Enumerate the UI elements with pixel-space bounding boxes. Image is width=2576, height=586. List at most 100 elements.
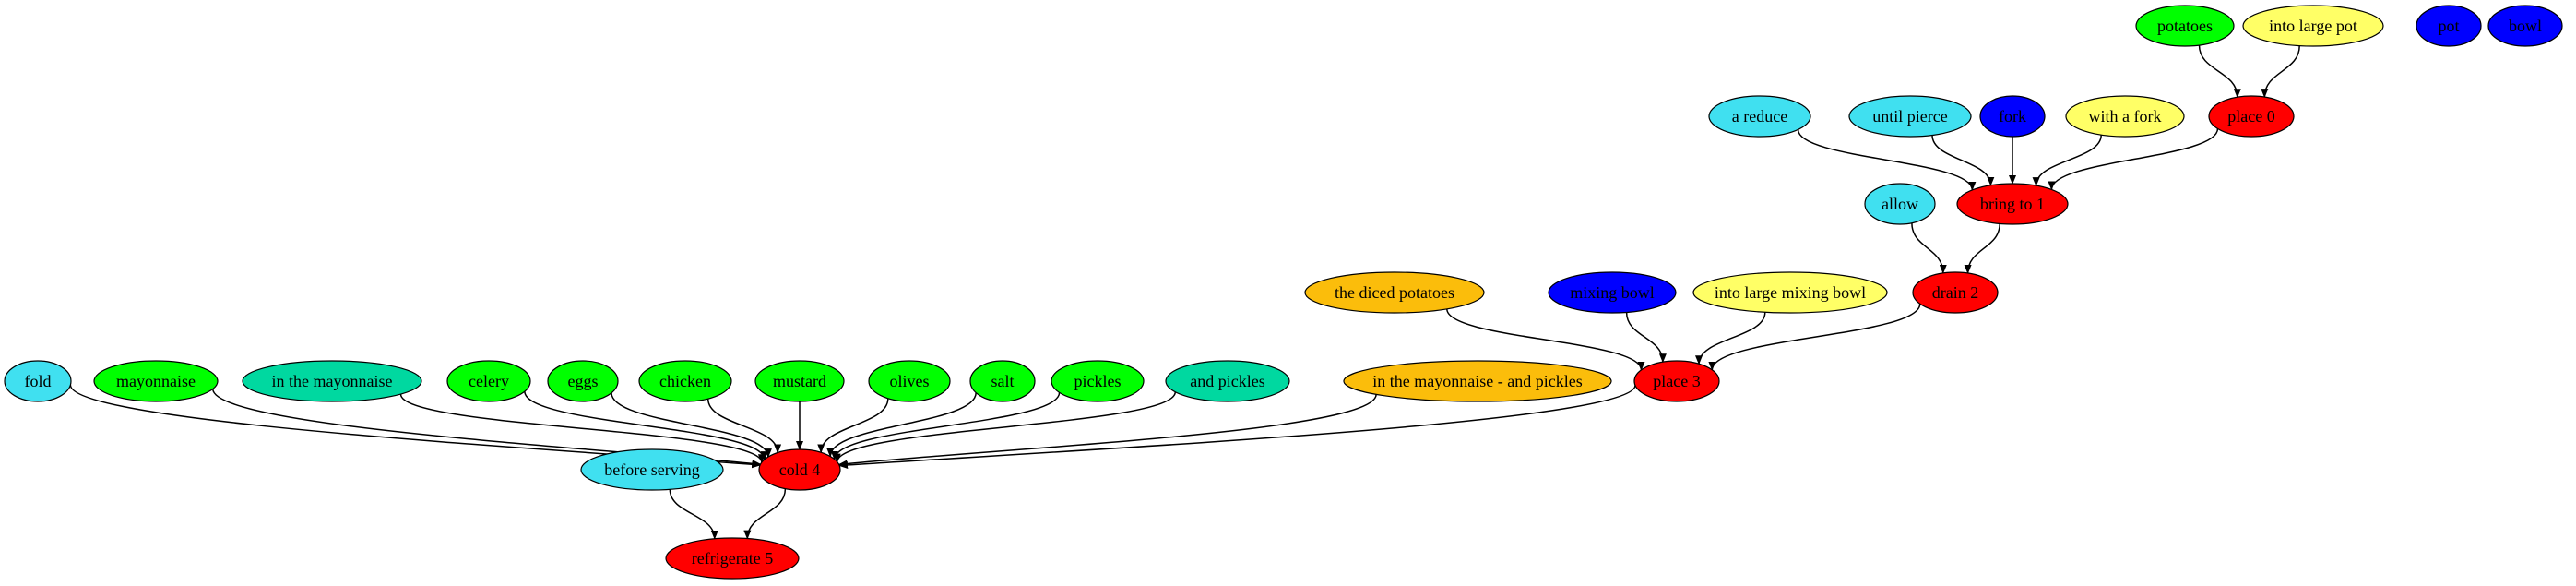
edge-the_diced_potatoes-to-place_3 [1446, 308, 1645, 371]
node-label: fork [1999, 107, 2026, 126]
node-label: the diced potatoes [1335, 283, 1454, 302]
node-ellipse [1979, 95, 2046, 138]
node-pickles: pickles [1051, 360, 1145, 402]
node-ellipse [2487, 5, 2563, 47]
node-label: place 3 [1653, 372, 1700, 390]
node-olives: olives [868, 360, 951, 402]
nodes-layer: potatoes into large pot pot bowl a reduce unt… [4, 5, 2563, 580]
node-into-large-pot: into large pot [2242, 5, 2384, 47]
edge-into_large_pot-to-place_0 [2261, 45, 2300, 99]
edge-until_pierce-to-bring_to_1 [1931, 135, 1995, 186]
node-ellipse [1912, 271, 1999, 314]
edge-mixing_bowl-to-place_3 [1625, 312, 1667, 364]
node-ellipse [1548, 271, 1677, 314]
node-label: bring to 1 [1980, 195, 2045, 213]
node-the-diced-potatoes: the diced potatoes [1304, 271, 1485, 314]
node-ellipse [2416, 5, 2482, 47]
node-ellipse [1633, 360, 1720, 402]
node-in-the-mayonnaise-and-pickles: in the mayonnaise - and pickles [1343, 360, 1612, 402]
node-fork: fork [1979, 95, 2046, 138]
node-pot: pot [2416, 5, 2482, 47]
node-mustard: mustard [754, 360, 845, 402]
node-label: refrigerate 5 [692, 549, 773, 568]
node-allow: allow [1864, 183, 1936, 225]
node-salt: salt [969, 360, 1036, 402]
node-ellipse [969, 360, 1036, 402]
node-label: pot [2438, 17, 2459, 35]
node-eggs: eggs [547, 360, 619, 402]
node-label: celery [469, 372, 509, 390]
node-until-pierce: until pierce [1848, 95, 1972, 138]
node-a-reduce: a reduce [1708, 95, 1811, 138]
node-ellipse [2065, 95, 2185, 138]
edge-potatoes-to-place_0 [2198, 44, 2241, 99]
node-label: in the mayonnaise - and pickles [1372, 372, 1582, 390]
edge-cold_4-to-refrigerate_5 [743, 488, 787, 540]
node-label: salt [991, 372, 1015, 390]
edge-drain_2-to-place_3 [1708, 304, 1921, 371]
edge-bring_to_1-to-drain_2 [1964, 223, 2000, 274]
node-label: potatoes [2157, 17, 2213, 35]
node-label: a reduce [1732, 107, 1787, 126]
node-ellipse [1165, 360, 1290, 402]
node-bring-to-1: bring to 1 [1956, 183, 2069, 225]
node-bowl: bowl [2487, 5, 2563, 47]
node-into-large-mixing-bowl: into large mixing bowl [1692, 271, 1888, 314]
edge-a_reduce-to-bring_to_1 [1797, 129, 1977, 191]
edge-place_0-to-bring_to_1 [2048, 128, 2219, 191]
edge-place_3-to-cold_4 [838, 385, 1636, 469]
node-ellipse [665, 537, 800, 580]
node-place-0: place 0 [2208, 95, 2295, 138]
node-ellipse [1343, 360, 1612, 402]
node-ellipse [758, 448, 841, 491]
node-fold: fold [4, 360, 72, 402]
node-ellipse [1956, 183, 2069, 225]
edge-in_the_mayonnaise_and_pickles-to-cold_4 [837, 394, 1377, 468]
node-ellipse [638, 360, 732, 402]
node-ellipse [1708, 95, 1811, 138]
edge-before_serving-to-refrigerate_5 [669, 489, 718, 540]
node-ellipse [1051, 360, 1145, 402]
node-ellipse [2135, 5, 2235, 47]
edge-with_a_fork-to-bring_to_1 [2032, 135, 2102, 187]
node-label: with a fork [2089, 107, 2162, 126]
edge-olives-to-cold_4 [817, 398, 889, 454]
node-ellipse [93, 360, 219, 402]
edge-and_pickles-to-cold_4 [833, 391, 1177, 463]
node-ellipse [1304, 271, 1485, 314]
node-chicken: chicken [638, 360, 732, 402]
node-ellipse [1848, 95, 1972, 138]
node-label: place 0 [2227, 107, 2274, 126]
node-label: cold 4 [779, 460, 821, 479]
node-ellipse [2242, 5, 2384, 47]
node-ellipse [868, 360, 951, 402]
node-with-a-fork: with a fork [2065, 95, 2185, 138]
node-label: into large pot [2269, 17, 2357, 35]
node-label: into large mixing bowl [1715, 283, 1866, 302]
node-potatoes: potatoes [2135, 5, 2235, 47]
edge-celery-to-cold_4 [524, 390, 768, 461]
node-place-3: place 3 [1633, 360, 1720, 402]
node-ellipse [754, 360, 845, 402]
node-label: pickles [1074, 372, 1122, 390]
node-label: bowl [2509, 17, 2542, 35]
node-cold-4: cold 4 [758, 448, 841, 491]
node-label: allow [1882, 195, 1918, 213]
node-label: mustard [773, 372, 826, 390]
node-ellipse [2208, 95, 2295, 138]
node-label: and pickles [1190, 372, 1264, 390]
edge-pickles-to-cold_4 [830, 392, 1061, 460]
edge-eggs-to-cold_4 [611, 392, 772, 459]
node-and-pickles: and pickles [1165, 360, 1290, 402]
edge-chicken-to-cold_4 [706, 399, 782, 454]
edge-into_large_mixing_bowl-to-place_3 [1695, 312, 1766, 365]
node-label: until pierce [1872, 107, 1947, 126]
node-ellipse [547, 360, 619, 402]
node-celery: celery [446, 360, 531, 402]
node-label: in the mayonnaise [272, 372, 393, 390]
node-drain-2: drain 2 [1912, 271, 1999, 314]
node-before-serving: before serving [580, 448, 724, 491]
node-mayonnaise: mayonnaise [93, 360, 219, 402]
node-in-the-mayonnaise: in the mayonnaise [242, 360, 422, 402]
edge-in_the_mayonnaise-to-cold_4 [399, 393, 766, 464]
